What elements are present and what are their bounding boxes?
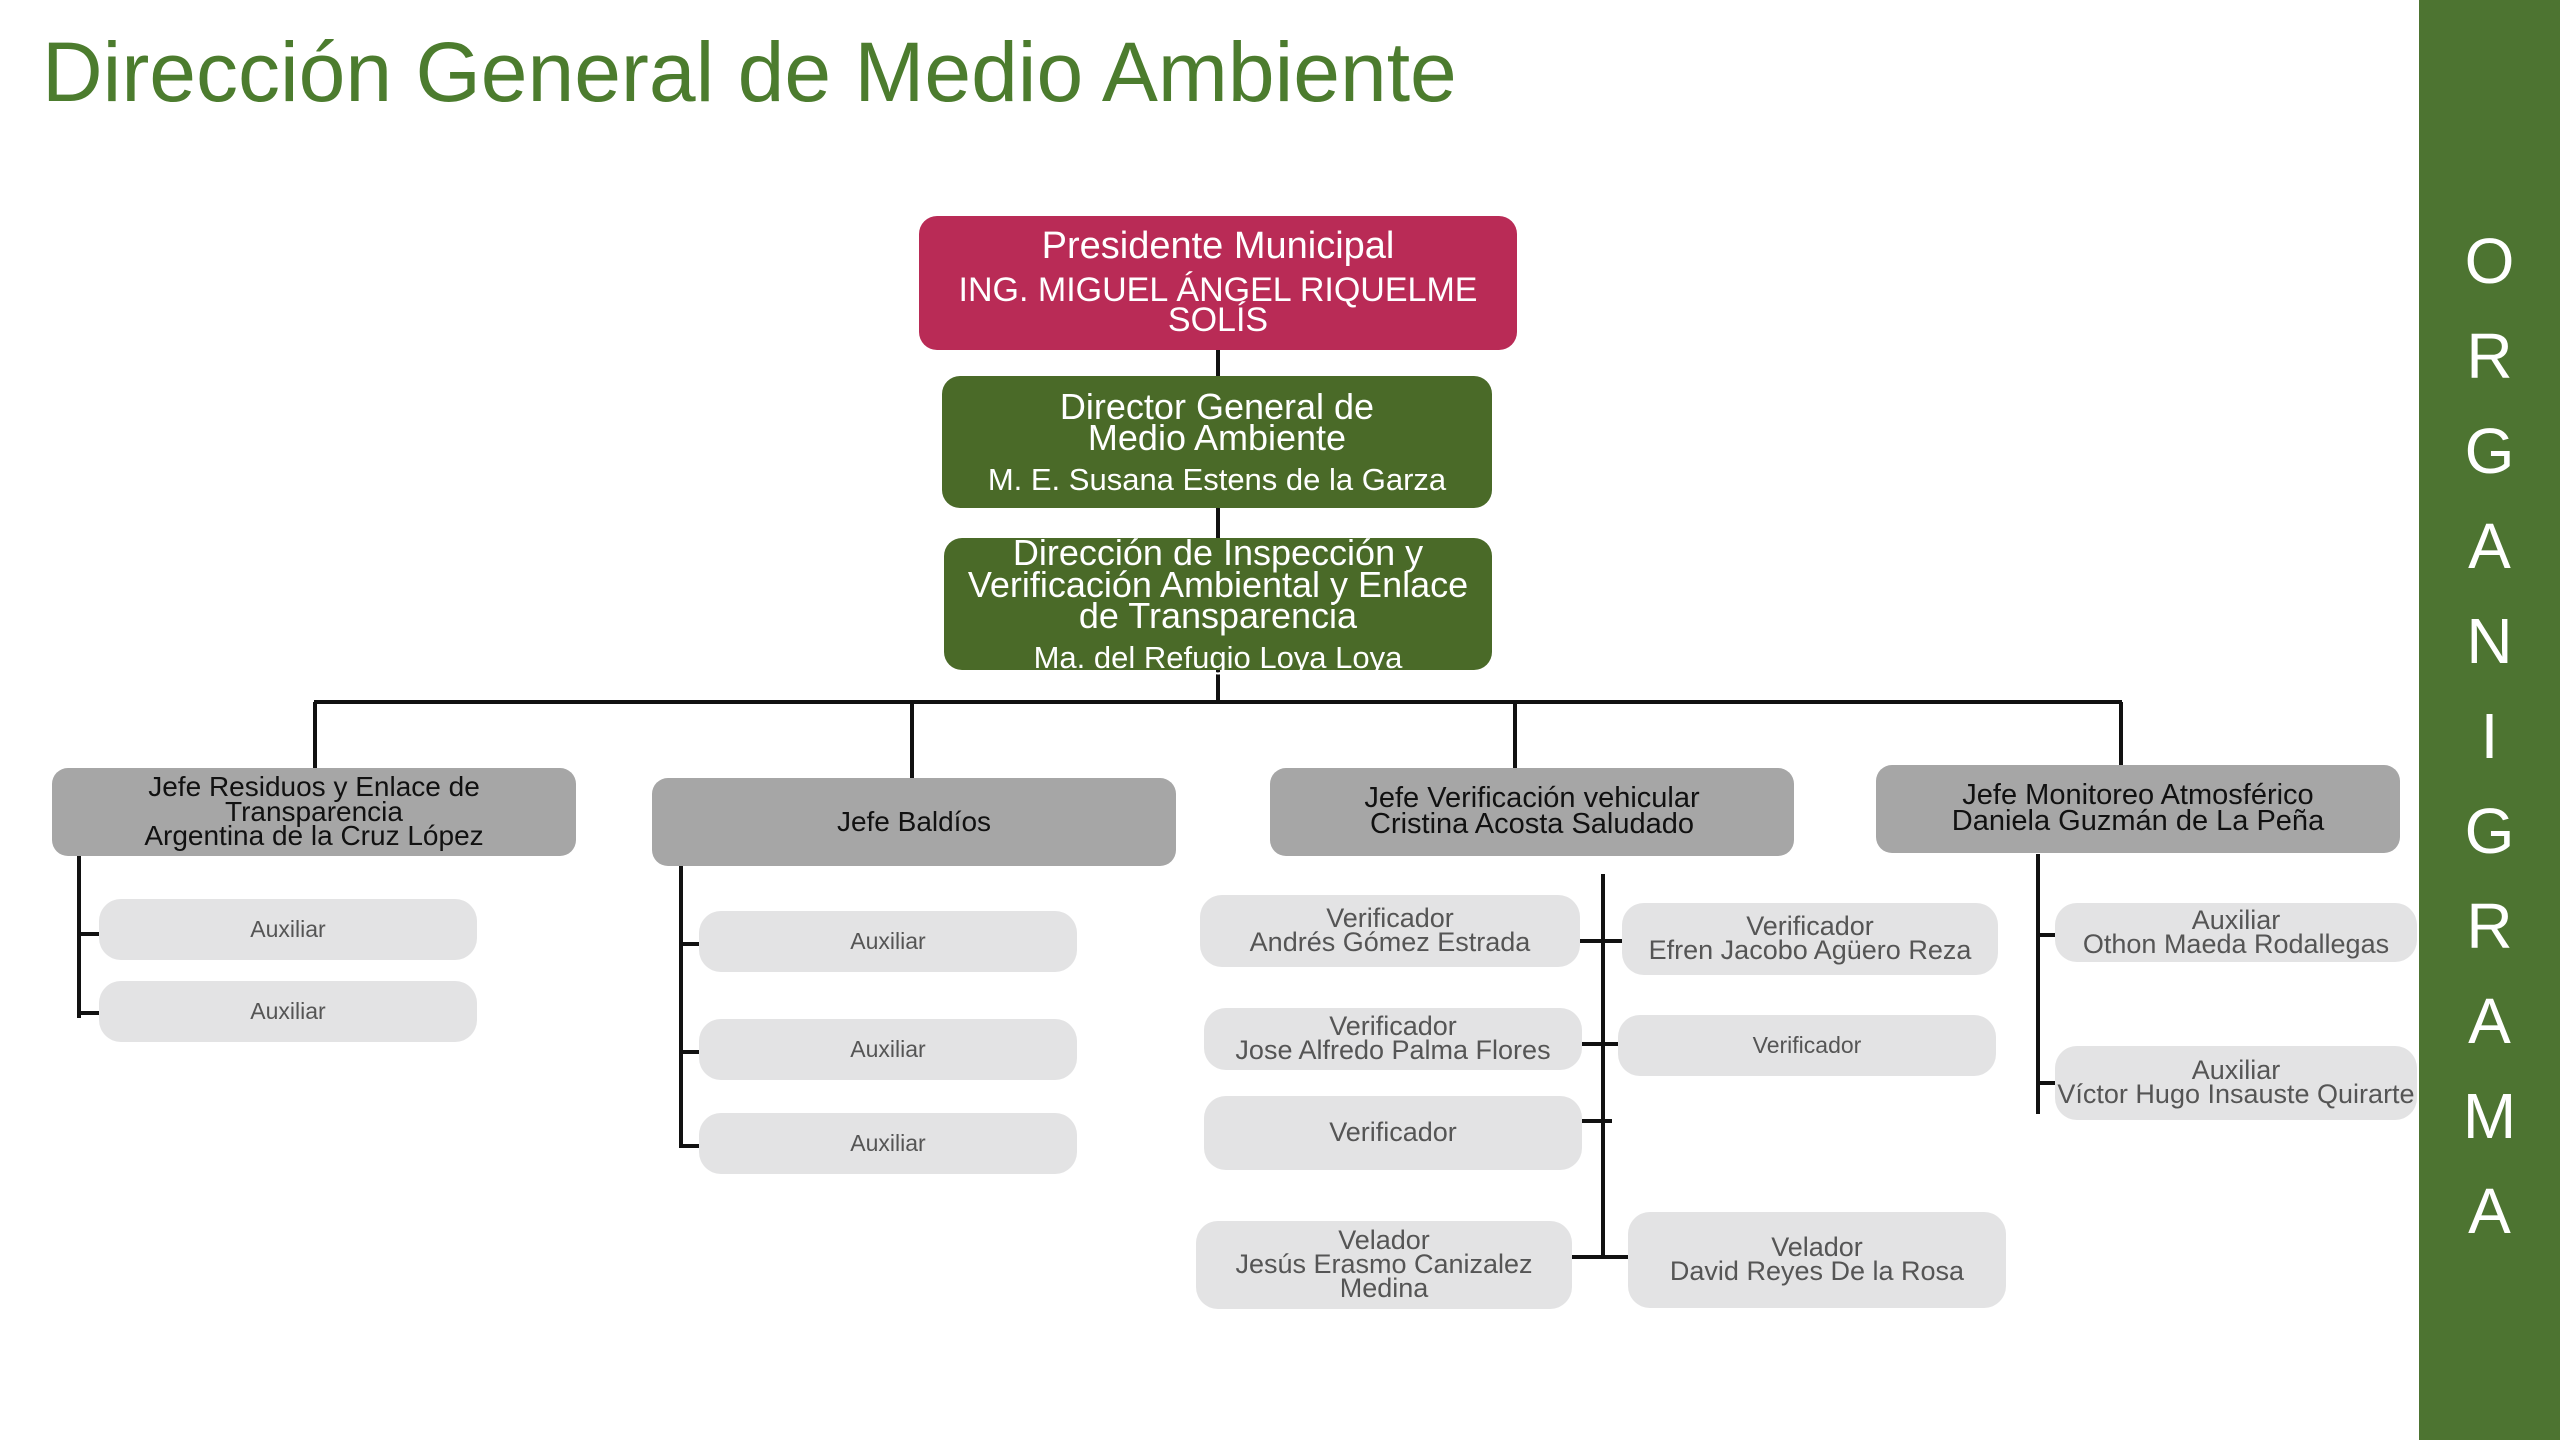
direccion-name: Ma. del Refugio Loya Loya xyxy=(1033,639,1403,675)
sidebar-letter: R xyxy=(2466,890,2513,962)
auxiliar-name: Víctor Hugo Insauste Quirarte xyxy=(2057,1079,2415,1109)
sidebar-letter: G xyxy=(2464,415,2515,487)
sidebar-letter: A xyxy=(2468,1175,2511,1247)
auxiliar-role: Auxiliar xyxy=(2191,904,2281,935)
director-role-2: Medio Ambiente xyxy=(1087,417,1347,459)
auxiliar-box: Auxiliar xyxy=(699,1019,1077,1080)
verificador-role: Verificador xyxy=(1746,911,1874,942)
presidente-name: ING. MIGUEL ÁNGEL RIQUELME xyxy=(958,270,1478,309)
auxiliar-label: Auxiliar xyxy=(850,928,926,955)
jefe-residuos-title: Jefe Residuos y Enlace de xyxy=(148,771,480,803)
jefe-verificacion-title: Jefe Verificación vehicular xyxy=(1364,782,1700,815)
verificador-role: Verificador xyxy=(1752,1032,1862,1059)
verificador-role: Verificador xyxy=(1329,1011,1457,1042)
verificador-role: Verificador xyxy=(1326,903,1454,934)
velador-role: Velador xyxy=(1338,1225,1430,1256)
presidente-box: Presidente Municipal ING. MIGUEL ÁNGEL R… xyxy=(919,216,1517,350)
sidebar-letter: M xyxy=(2462,1080,2517,1152)
verificador-box: Verificador Efren Jacobo Agüero Reza xyxy=(1622,903,1998,975)
sidebar-letter: I xyxy=(2480,700,2499,772)
verificador-role: Verificador xyxy=(1329,1117,1457,1148)
auxiliar-label: Auxiliar xyxy=(850,1036,926,1063)
sidebar-letter: A xyxy=(2468,510,2511,582)
sidebar-letter: N xyxy=(2466,605,2513,677)
direccion-role-2: Verificación Ambiental y Enlace xyxy=(967,563,1469,605)
velador-box: Velador Jesús Erasmo Canizalez Medina xyxy=(1196,1221,1572,1309)
jefe-verificacion-box: Jefe Verificación vehicular Cristina Aco… xyxy=(1270,768,1794,856)
director-name: M. E. Susana Estens de la Garza xyxy=(987,462,1447,498)
auxiliar-box: Auxiliar xyxy=(699,911,1077,972)
presidente-name-2: SOLÍS xyxy=(1167,300,1269,339)
sidebar-letter: G xyxy=(2464,795,2515,867)
jefe-baldios-title: Jefe Baldíos xyxy=(836,805,992,837)
sidebar-letter: O xyxy=(2464,225,2515,297)
sidebar-letter: R xyxy=(2466,320,2513,392)
auxiliar-box: Auxiliar Víctor Hugo Insauste Quirarte xyxy=(2055,1046,2417,1120)
auxiliar-box: Auxiliar xyxy=(99,899,477,960)
velador-name: Jesús Erasmo Canizalez xyxy=(1235,1249,1533,1280)
verificador-box: Verificador xyxy=(1204,1096,1582,1170)
director-box: Director General de Medio Ambiente M. E.… xyxy=(942,376,1492,508)
velador-box: Velador David Reyes De la Rosa xyxy=(1628,1212,2006,1308)
velador-name-2: Medina xyxy=(1339,1272,1429,1303)
jefe-baldios-box: Jefe Baldíos xyxy=(652,778,1176,866)
verificador-box: Verificador Andrés Gómez Estrada xyxy=(1200,895,1580,967)
auxiliar-box: Auxiliar xyxy=(699,1113,1077,1174)
jefe-monitoreo-box: Jefe Monitoreo Atmosférico Daniela Guzmá… xyxy=(1876,765,2400,853)
jefe-verificacion-name: Cristina Acosta Saludado xyxy=(1369,808,1695,840)
direccion-role-3: de Transparencia xyxy=(1078,595,1358,637)
verificador-box: Verificador Jose Alfredo Palma Flores xyxy=(1204,1008,1582,1070)
verificador-name: Andrés Gómez Estrada xyxy=(1249,927,1531,957)
auxiliar-box: Auxiliar xyxy=(99,981,477,1042)
auxiliar-role: Auxiliar xyxy=(2191,1055,2281,1086)
auxiliar-box: Auxiliar Othon Maeda Rodallegas xyxy=(2055,903,2417,962)
direccion-role: Dirección de Inspección y xyxy=(1012,531,1424,573)
auxiliar-label: Auxiliar xyxy=(250,916,326,943)
page-title: Dirección General de Medio Ambiente xyxy=(42,25,1457,119)
auxiliar-name: Othon Maeda Rodallegas xyxy=(2082,928,2390,959)
jefe-monitoreo-name: Daniela Guzmán de La Peña xyxy=(1951,805,2325,837)
verificador-box: Verificador xyxy=(1618,1015,1996,1076)
verificador-name: Efren Jacobo Agüero Reza xyxy=(1648,935,1972,965)
auxiliar-label: Auxiliar xyxy=(250,998,326,1025)
auxiliar-label: Auxiliar xyxy=(850,1130,926,1157)
velador-name: David Reyes De la Rosa xyxy=(1669,1256,1965,1286)
jefe-monitoreo-title: Jefe Monitoreo Atmosférico xyxy=(1962,779,2314,812)
velador-role: Velador xyxy=(1771,1232,1863,1263)
jefe-residuos-box: Jefe Residuos y Enlace de Transparencia … xyxy=(52,768,576,856)
organigrama-sidebar: O R G A N I G R A M A xyxy=(2419,0,2560,1440)
verificador-name: Jose Alfredo Palma Flores xyxy=(1235,1035,1551,1065)
jefe-residuos-title-2: Transparencia xyxy=(225,795,403,827)
direccion-inspeccion-box: Dirección de Inspección y Verificación A… xyxy=(944,531,1492,675)
director-role: Director General de xyxy=(1059,385,1375,427)
jefe-residuos-name: Argentina de la Cruz López xyxy=(144,820,484,852)
presidente-role: Presidente Municipal xyxy=(1041,225,1395,268)
sidebar-letter: A xyxy=(2468,985,2511,1057)
